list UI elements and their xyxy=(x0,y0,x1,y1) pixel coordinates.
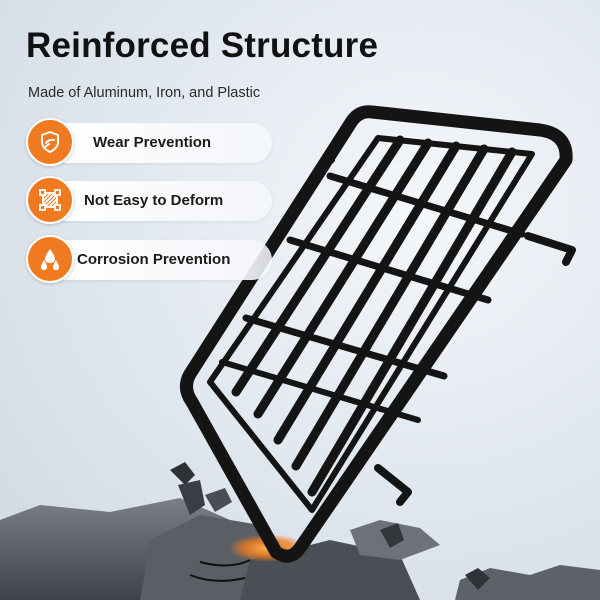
water-drops-icon xyxy=(26,235,74,283)
feature-pill xyxy=(46,181,272,221)
feature-pill xyxy=(46,240,272,280)
feature-wear-prevention: Wear Prevention xyxy=(26,118,272,166)
feature-label: Corrosion Prevention xyxy=(77,251,231,268)
feature-pill xyxy=(46,123,272,163)
page-title: Reinforced Structure xyxy=(26,26,379,65)
feature-corrosion-prevention: Corrosion Prevention xyxy=(26,235,272,283)
feature-label: Not Easy to Deform xyxy=(84,192,224,209)
rock-pile xyxy=(0,462,600,600)
roof-rack xyxy=(180,105,576,563)
feature-not-easy-to-deform: Not Easy to Deform xyxy=(26,176,272,224)
page-subtitle: Made of Aluminum, Iron, and Plastic xyxy=(28,85,261,101)
wear-shield-icon xyxy=(26,118,74,166)
feature-label: Wear Prevention xyxy=(93,134,212,151)
frame-corners-icon xyxy=(26,176,74,224)
